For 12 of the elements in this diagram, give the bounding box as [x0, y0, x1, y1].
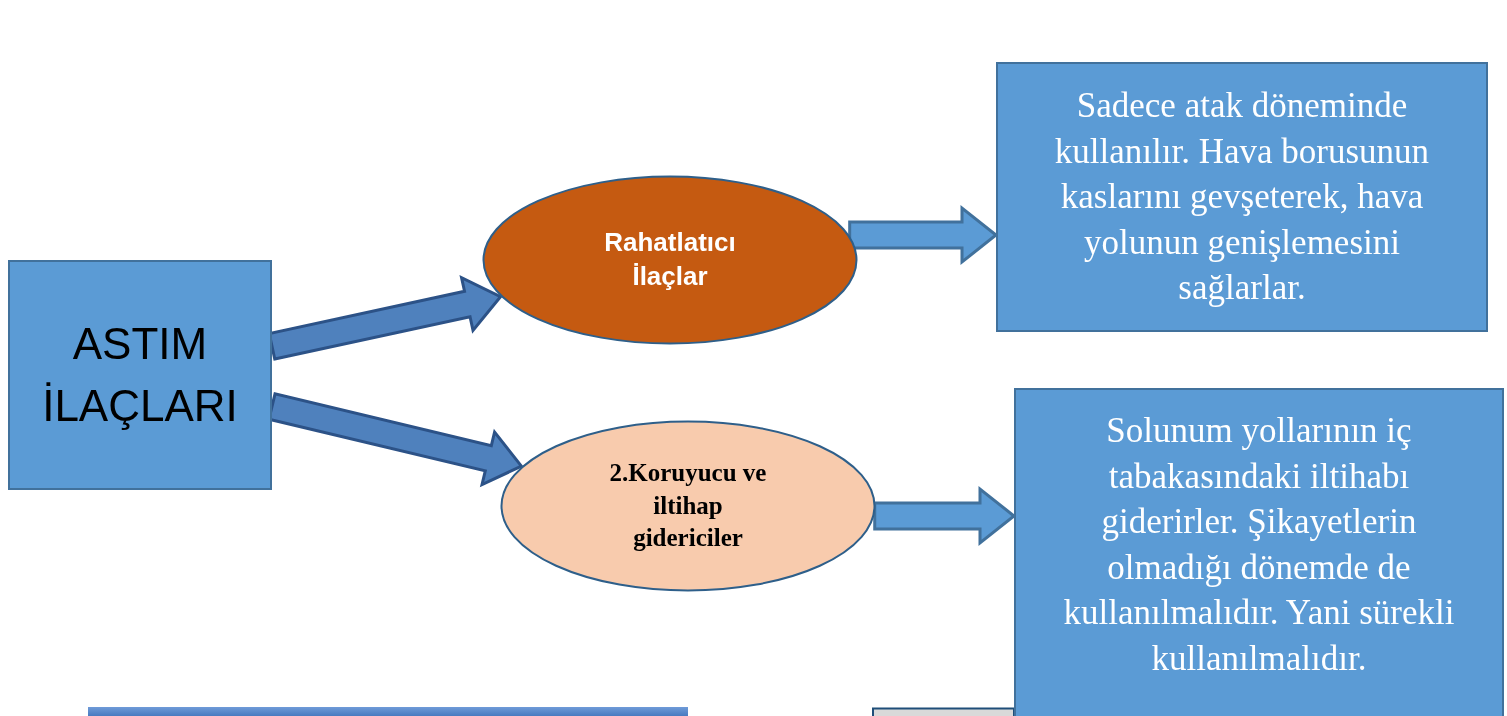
category-ellipse [482, 175, 858, 345]
process-box [8, 260, 272, 490]
description-text: Solunum yollarının iç tabakasındaki iltihabı giderirler. Şikayetlerin olmadığı dönemde de kullanılmalıdır. Yani sürekli kullanılmalıdır. [1062, 410, 1456, 680]
description-text: Sadece atak döneminde kullanılır. Hava borusunun kaslarını gevşeterek, hava yolunun genişlemesini sağlarlar. [1053, 85, 1431, 310]
block-arrow [848, 204, 999, 266]
description-box [1014, 388, 1504, 716]
title-text: ASTIM İLAÇLARI [41, 318, 239, 432]
category-label: 2.Koruyucu ve iltihap gidericiler [608, 458, 768, 554]
category-label: Rahatlatıcı İlaçlar [603, 226, 737, 293]
block-arrow [873, 485, 1017, 547]
description-box [996, 62, 1488, 332]
category-ellipse [500, 420, 876, 592]
